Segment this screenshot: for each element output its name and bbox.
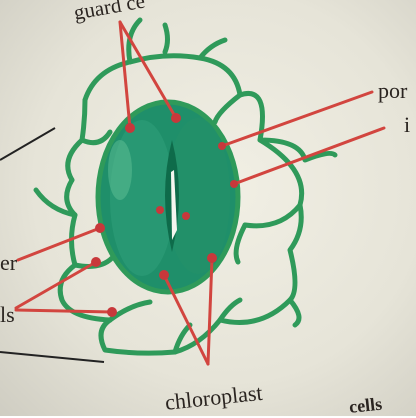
marker-dot — [182, 212, 190, 220]
label-inner: i — [404, 112, 411, 137]
marker-dot — [95, 223, 105, 233]
page-rule-line-bottom — [0, 351, 105, 363]
label-left-lower: ls — [0, 302, 15, 327]
pointer-inner — [232, 126, 386, 186]
pointer-guard-right — [118, 20, 178, 120]
marker-dots — [91, 113, 238, 317]
marker-dot — [218, 142, 226, 150]
pointer-lines — [14, 20, 386, 366]
pointer-guard-left — [118, 20, 132, 130]
marker-dot — [230, 180, 238, 188]
label-bottom-caption: cells — [348, 393, 384, 417]
marker-dot — [156, 206, 164, 214]
stoma — [95, 99, 241, 295]
pointer-left-lower-1 — [14, 260, 98, 310]
pointer-left-upper — [16, 226, 102, 262]
marker-dot — [91, 257, 101, 267]
marker-dot — [159, 270, 169, 280]
guard-cell-right — [166, 118, 230, 274]
pointer-pore — [220, 90, 374, 148]
pointer-chloroplast-1 — [162, 273, 210, 366]
page-rule-line-top — [0, 127, 56, 161]
pointer-left-lower-2 — [14, 308, 114, 314]
pore-highlight — [171, 170, 177, 240]
label-pore: por — [378, 78, 408, 103]
marker-dot — [107, 307, 117, 317]
pointer-chloroplast-2 — [206, 256, 214, 366]
marker-dot — [207, 253, 217, 263]
epidermal-cell-walls — [33, 17, 338, 356]
marker-dot — [171, 113, 181, 123]
guard-cell-sheen — [108, 140, 132, 200]
label-left-upper: er — [0, 250, 18, 275]
marker-dot — [125, 123, 135, 133]
